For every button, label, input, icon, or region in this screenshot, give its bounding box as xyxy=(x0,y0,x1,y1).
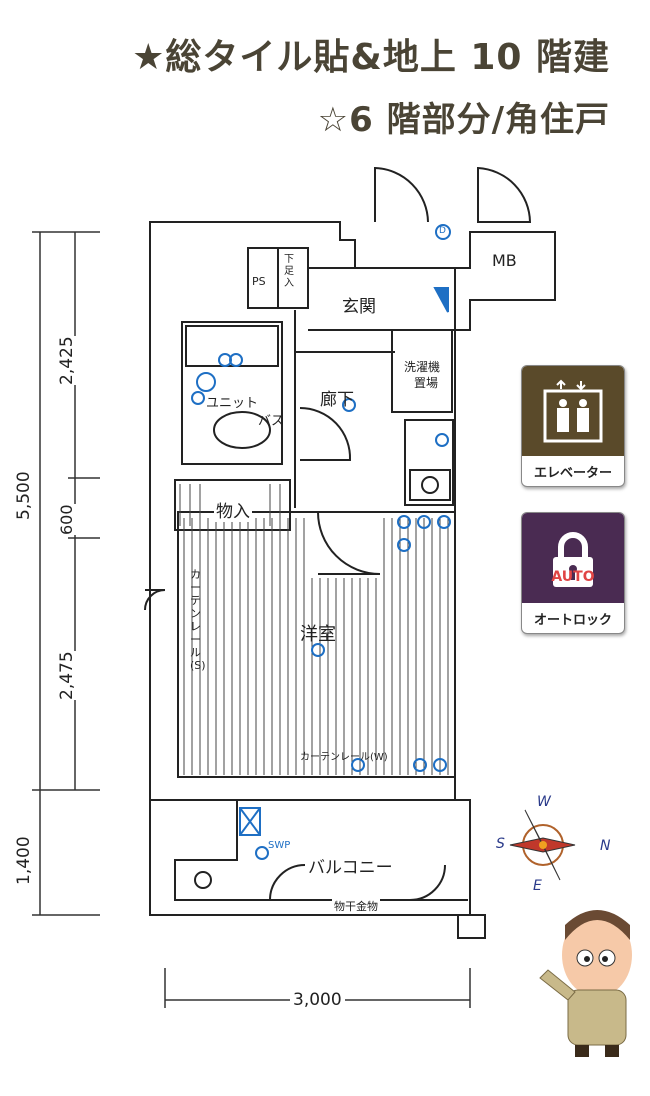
compass-icon xyxy=(509,809,576,881)
elevator-caption: エレベーター xyxy=(533,465,612,481)
lock-icon: AUTO xyxy=(522,513,624,603)
elevator-icon xyxy=(522,366,624,456)
autolock-text: AUTO xyxy=(551,569,595,585)
title-line-1: ★総タイル貼&地上 10 階建 xyxy=(132,37,610,78)
autolock-badge: AUTO オートロック xyxy=(521,512,625,634)
mascot-figure xyxy=(539,910,632,1057)
elevator-badge: エレベーター xyxy=(521,365,625,487)
title-line-2: ☆6 階部分/角住戸 xyxy=(317,100,610,140)
autolock-caption: オートロック xyxy=(533,612,612,628)
